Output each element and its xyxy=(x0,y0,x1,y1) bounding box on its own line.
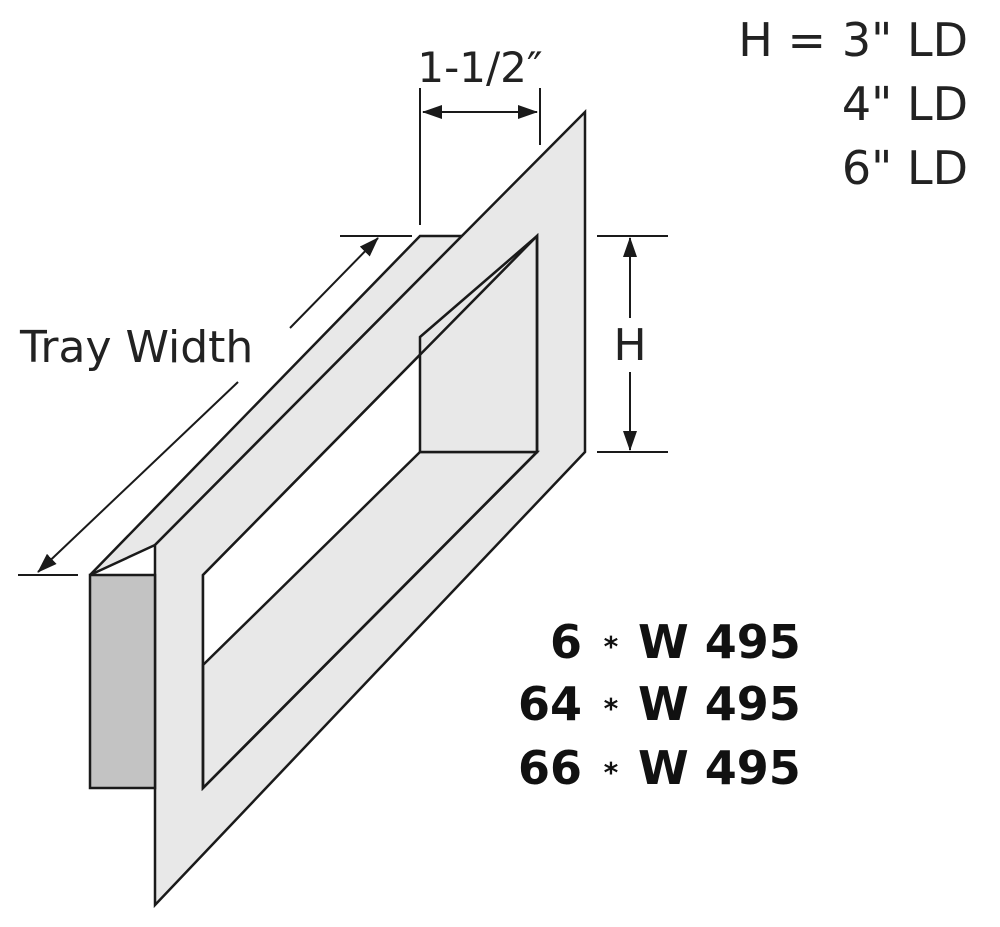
part-number-prefix: 6 xyxy=(550,615,582,669)
tray-end-block xyxy=(88,573,157,790)
part-number: 64 * W 495 xyxy=(518,677,801,731)
width-dimension xyxy=(419,88,541,225)
length-arrow-lower xyxy=(37,381,239,573)
height-dimension-label: H xyxy=(613,320,646,371)
part-number-list: 6 * W 495 64 * W 495 66 * W 495 xyxy=(518,615,801,795)
part-number-separator: * xyxy=(604,756,619,789)
length-dimension-label: Tray Width xyxy=(19,322,253,373)
part-number-code: W 495 xyxy=(638,741,801,795)
part-number-separator: * xyxy=(604,630,619,663)
tray-opening-outline xyxy=(201,232,539,792)
height-option: 4" LD xyxy=(842,77,968,131)
length-arrow-upper xyxy=(289,237,379,329)
tray-shape xyxy=(88,108,587,909)
height-dimension xyxy=(597,235,668,453)
part-number-prefix: 64 xyxy=(518,677,582,731)
part-number-prefix: 66 xyxy=(518,741,582,795)
part-number-separator: * xyxy=(604,692,619,725)
part-number-code: W 495 xyxy=(638,615,801,669)
height-option: 6" LD xyxy=(842,141,968,195)
part-number: 66 * W 495 xyxy=(518,741,801,795)
part-number-code: W 495 xyxy=(638,677,801,731)
length-dimension xyxy=(18,235,412,576)
height-option: 3" LD xyxy=(842,13,968,67)
height-options-prefix: H = xyxy=(738,13,826,67)
width-dimension-label: 1-1/2″ xyxy=(417,43,542,92)
part-number: 6 * W 495 xyxy=(550,615,801,669)
